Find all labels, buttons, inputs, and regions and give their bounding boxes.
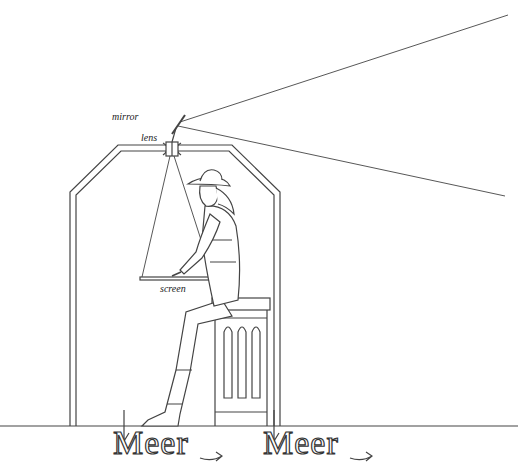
light-ray <box>180 15 508 122</box>
boot-top <box>167 370 192 404</box>
mirror-stand <box>172 128 176 142</box>
man-head <box>200 186 218 206</box>
signature-flourish <box>200 452 222 461</box>
light-ray <box>176 126 178 128</box>
lens-mount <box>166 142 178 156</box>
stool-frame <box>215 310 267 426</box>
floor-line <box>0 425 518 426</box>
drawing-pen <box>172 272 181 276</box>
man-hair <box>216 188 234 214</box>
part-label: lens <box>141 133 157 143</box>
signature-text: Meer <box>263 426 339 460</box>
signature-flourish <box>350 452 372 461</box>
signature-text: Meer <box>113 426 189 460</box>
stool-carving <box>224 327 260 398</box>
man-hat-crown <box>200 170 222 181</box>
mirror-symbol <box>172 115 185 134</box>
light-ray <box>178 126 505 196</box>
man-leg <box>142 300 232 426</box>
part-label: screen <box>160 284 186 294</box>
light-ray <box>142 156 170 277</box>
lens-axis <box>171 142 172 156</box>
part-label: mirror <box>112 112 138 122</box>
coat-seam <box>208 240 236 262</box>
room-outline <box>70 145 280 426</box>
lens-symbol <box>163 143 181 155</box>
room-inner-outline <box>76 151 274 426</box>
man-arm <box>180 214 220 274</box>
screen-board <box>140 277 216 280</box>
